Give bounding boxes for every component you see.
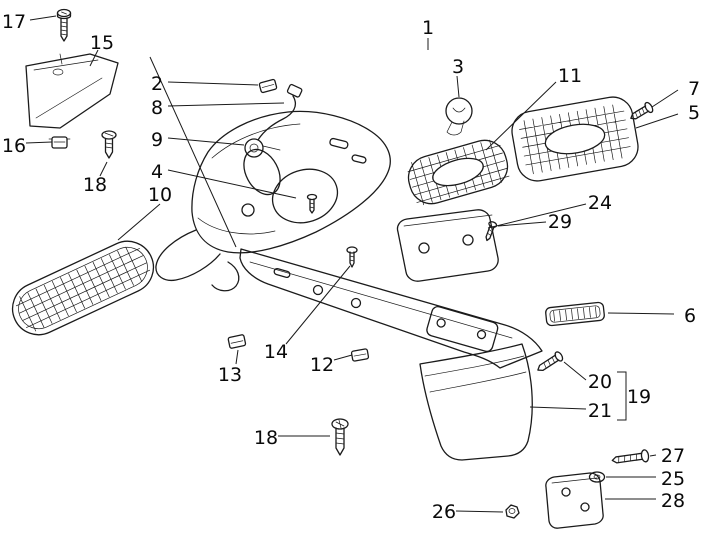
callout-25: 25	[661, 468, 685, 490]
callout-13: 13	[218, 364, 242, 386]
callout-26: 26	[432, 501, 456, 523]
cable-8	[257, 83, 303, 141]
callout-17: 17	[2, 11, 26, 33]
lens-10	[11, 240, 155, 336]
callout-14: 14	[264, 341, 288, 363]
callout-16: 16	[2, 135, 26, 157]
callout-27: 27	[661, 445, 685, 467]
taillight-housing-5	[511, 96, 639, 182]
callout-7: 7	[688, 78, 700, 100]
callout-21: 21	[588, 400, 612, 422]
callout-11: 11	[558, 65, 582, 87]
callout-5: 5	[688, 102, 700, 124]
leader-lines	[25, 15, 679, 513]
callout-24: 24	[588, 192, 612, 214]
bulb-3	[445, 97, 473, 136]
callout-10: 10	[148, 184, 172, 206]
screw-7	[630, 101, 654, 120]
callout-3: 3	[452, 56, 464, 78]
callout-8: 8	[151, 97, 163, 119]
screw-20	[537, 351, 564, 372]
clip-13	[227, 334, 247, 349]
callout-28: 28	[661, 490, 685, 512]
bulb-holder-9	[244, 138, 281, 158]
screw-17	[56, 8, 72, 42]
callout-4: 4	[151, 161, 163, 183]
plate-28	[545, 472, 604, 529]
support-bracket-24	[396, 209, 499, 282]
screw-4	[306, 193, 318, 214]
callout-15: 15	[90, 32, 114, 54]
callout-2: 2	[151, 73, 163, 95]
callout-29: 29	[548, 211, 572, 233]
screw-18-top	[101, 130, 117, 159]
mudflap-21	[419, 343, 533, 461]
clip-2	[258, 78, 278, 94]
cover-panel-15	[25, 53, 119, 129]
screw-18-bottom	[331, 418, 349, 456]
callout-18b: 18	[254, 427, 278, 449]
reflector-6	[545, 301, 605, 327]
callout-20: 20	[588, 371, 612, 393]
lamp-holder-11	[407, 139, 510, 206]
screw-27	[611, 449, 650, 464]
callout-9: 9	[151, 129, 163, 151]
nut-26	[505, 504, 520, 519]
clip-12	[350, 348, 370, 362]
rear-fender-assembly-1	[155, 110, 543, 369]
clip-16	[48, 136, 71, 149]
group-bracket-19	[617, 371, 627, 421]
callout-19: 19	[627, 386, 651, 408]
callout-6: 6	[684, 305, 696, 327]
callout-1: 1	[422, 17, 434, 39]
callout-18a: 18	[83, 174, 107, 196]
screw-29	[485, 221, 498, 242]
callout-12: 12	[310, 354, 334, 376]
screw-14	[346, 246, 358, 268]
